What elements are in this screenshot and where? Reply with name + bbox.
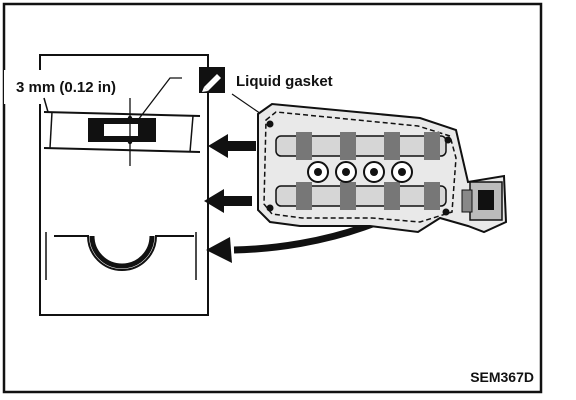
dimension-label-backing (4, 70, 48, 104)
arrow-middle (204, 189, 252, 213)
arrow-upper (208, 134, 256, 158)
dimension-leader-line (137, 77, 182, 121)
detail-inset-frame (39, 54, 209, 316)
figure-code-label: SEM367D (470, 369, 534, 385)
dimension-label: 3 mm (0.12 in) (16, 79, 116, 96)
liquid-gasket-label: Liquid gasket (236, 73, 333, 90)
liquid-gasket-tube-icon (199, 67, 225, 93)
semicircle-cutout-section (45, 232, 197, 280)
cylinder-head-illustration (257, 102, 508, 234)
gasket-bead-section (43, 97, 201, 166)
figure-frame (2, 2, 543, 394)
